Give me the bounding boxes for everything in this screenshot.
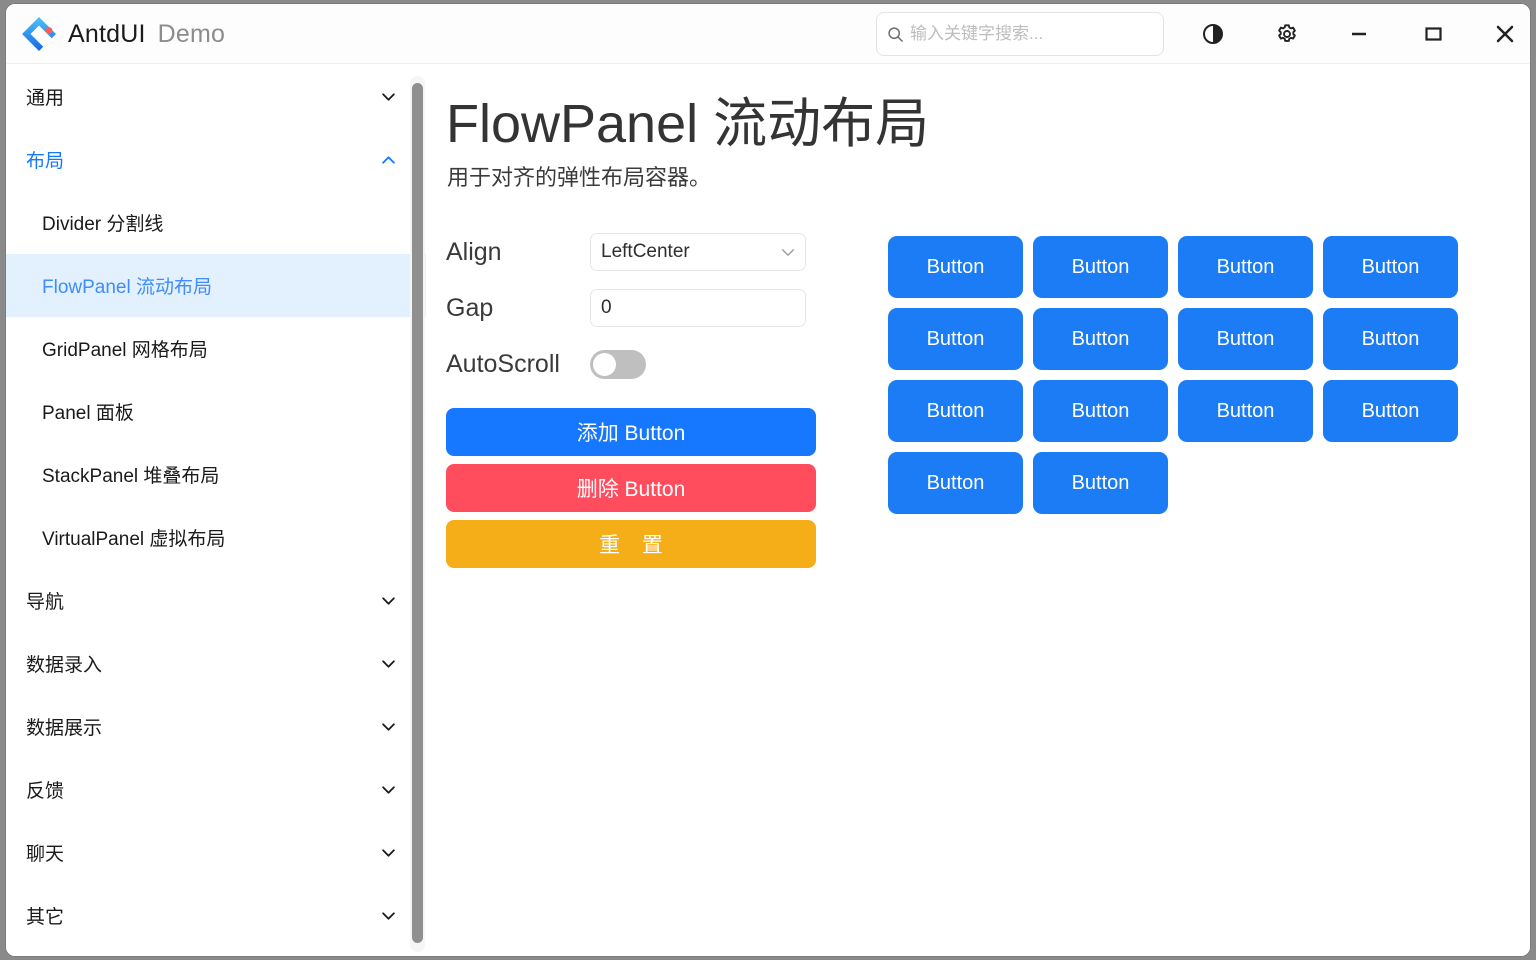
flow-button[interactable]: Button (1033, 236, 1168, 298)
flow-button[interactable]: Button (1323, 236, 1458, 298)
page-subtitle: 用于对齐的弹性布局容器。 (447, 165, 712, 190)
chevron-down-icon (382, 785, 395, 794)
flow-button[interactable]: Button (1178, 308, 1313, 370)
sidebar-group-tongyong[interactable]: 通用 (6, 65, 426, 128)
flow-button[interactable]: Button (1033, 380, 1168, 442)
application-window: AntdUI Demo (6, 4, 1530, 956)
flow-button[interactable]: Button (1323, 380, 1458, 442)
gap-input[interactable] (590, 289, 806, 327)
search-icon (888, 26, 903, 42)
chevron-down-icon (382, 722, 395, 731)
add-button-button[interactable]: 添加 Button (446, 408, 816, 456)
gap-row: Gap (446, 280, 816, 336)
sidebar-group-label: 反馈 (26, 781, 65, 802)
content-area: FlowPanel 流动布局 用于对齐的弹性布局容器。 Align LeftCe… (426, 65, 1530, 956)
chevron-down-icon (382, 596, 395, 605)
flow-button[interactable]: Button (1033, 452, 1168, 514)
flow-panel-preview: Button Button Button Button Button Butto… (888, 236, 1468, 514)
chevron-down-icon (382, 911, 395, 920)
chevron-down-icon (382, 848, 395, 857)
toggle-knob (593, 352, 616, 376)
flow-button[interactable]: Button (1178, 236, 1313, 298)
minimize-icon (1352, 32, 1366, 36)
control-panel: Align LeftCenter Gap AutoScroll 添加 Butt (446, 224, 816, 568)
sidebar-group-fankui[interactable]: 反馈 (6, 758, 426, 821)
sidebar-group-liaotian[interactable]: 聊天 (6, 821, 426, 884)
remove-button-button[interactable]: 删除 Button (446, 464, 816, 512)
sidebar-group-label: 通用 (26, 88, 65, 109)
close-button[interactable] (1483, 12, 1527, 56)
flow-button[interactable]: Button (888, 380, 1023, 442)
autoscroll-row: AutoScroll (446, 336, 816, 392)
chevron-down-icon (382, 659, 395, 668)
sidebar-group-qita[interactable]: 其它 (6, 884, 426, 947)
flow-button[interactable]: Button (888, 308, 1023, 370)
chevron-up-icon (382, 155, 395, 164)
flow-button[interactable]: Button (1323, 308, 1458, 370)
reset-button[interactable]: 重 置 (446, 520, 816, 568)
flow-button[interactable]: Button (888, 236, 1023, 298)
title-bar: AntdUI Demo (6, 4, 1530, 64)
autoscroll-label: AutoScroll (446, 349, 560, 378)
flow-button[interactable]: Button (888, 452, 1023, 514)
settings-button[interactable] (1265, 12, 1309, 56)
sidebar-group-label: 布局 (26, 151, 65, 172)
chevron-down-icon (382, 92, 395, 101)
antdui-logo-icon (22, 17, 56, 51)
brand-title: AntdUI (68, 19, 146, 48)
autoscroll-toggle[interactable] (590, 349, 646, 379)
sidebar-group-label: 数据展示 (26, 718, 103, 739)
search-input[interactable] (910, 24, 1150, 44)
align-select-value: LeftCenter (601, 241, 690, 262)
maximize-icon (1425, 27, 1442, 41)
sidebar: 通用 布局 Divider 分割线 FlowPanel 流动布局 GridPan… (6, 65, 426, 956)
sidebar-group-label: 聊天 (26, 844, 65, 865)
sidebar-group-shujuzhanshi[interactable]: 数据展示 (6, 695, 426, 758)
sidebar-item-stackpanel[interactable]: StackPanel 堆叠布局 (42, 466, 220, 487)
sidebar-group-daohang[interactable]: 导航 (6, 569, 426, 632)
sidebar-group-label: 导航 (26, 592, 65, 613)
sidebar-item-gridpanel[interactable]: GridPanel 网格布局 (42, 340, 208, 361)
align-row: Align LeftCenter (446, 224, 816, 280)
contrast-icon (1203, 24, 1223, 44)
sidebar-item-flowpanel[interactable]: FlowPanel 流动布局 (6, 254, 426, 317)
gap-label: Gap (446, 293, 494, 322)
minimize-button[interactable] (1337, 12, 1381, 56)
align-label: Align (446, 237, 502, 266)
sidebar-group-buju[interactable]: 布局 (6, 128, 426, 191)
sidebar-item-panel[interactable]: Panel 面板 (42, 403, 134, 424)
theme-toggle-button[interactable] (1191, 12, 1235, 56)
maximize-button[interactable] (1411, 12, 1455, 56)
flow-button[interactable]: Button (1033, 308, 1168, 370)
close-icon (1496, 25, 1514, 43)
brand-subtitle: Demo (157, 19, 226, 48)
sidebar-group-shujuluru[interactable]: 数据录入 (6, 632, 426, 695)
chevron-down-icon (781, 248, 795, 256)
sidebar-group-label: 其它 (26, 907, 65, 928)
sidebar-scrollbar-thumb[interactable] (412, 83, 423, 943)
page-title: FlowPanel 流动布局 (446, 94, 930, 154)
sidebar-group-label: 数据录入 (26, 655, 103, 676)
align-select[interactable]: LeftCenter (590, 233, 806, 271)
brand: AntdUI Demo (22, 12, 225, 56)
sidebar-item-divider[interactable]: Divider 分割线 (42, 214, 164, 235)
search-box[interactable] (876, 12, 1164, 56)
sidebar-item-virtualpanel[interactable]: VirtualPanel 虚拟布局 (42, 529, 226, 550)
flow-button[interactable]: Button (1178, 380, 1313, 442)
gear-icon (1278, 24, 1296, 42)
